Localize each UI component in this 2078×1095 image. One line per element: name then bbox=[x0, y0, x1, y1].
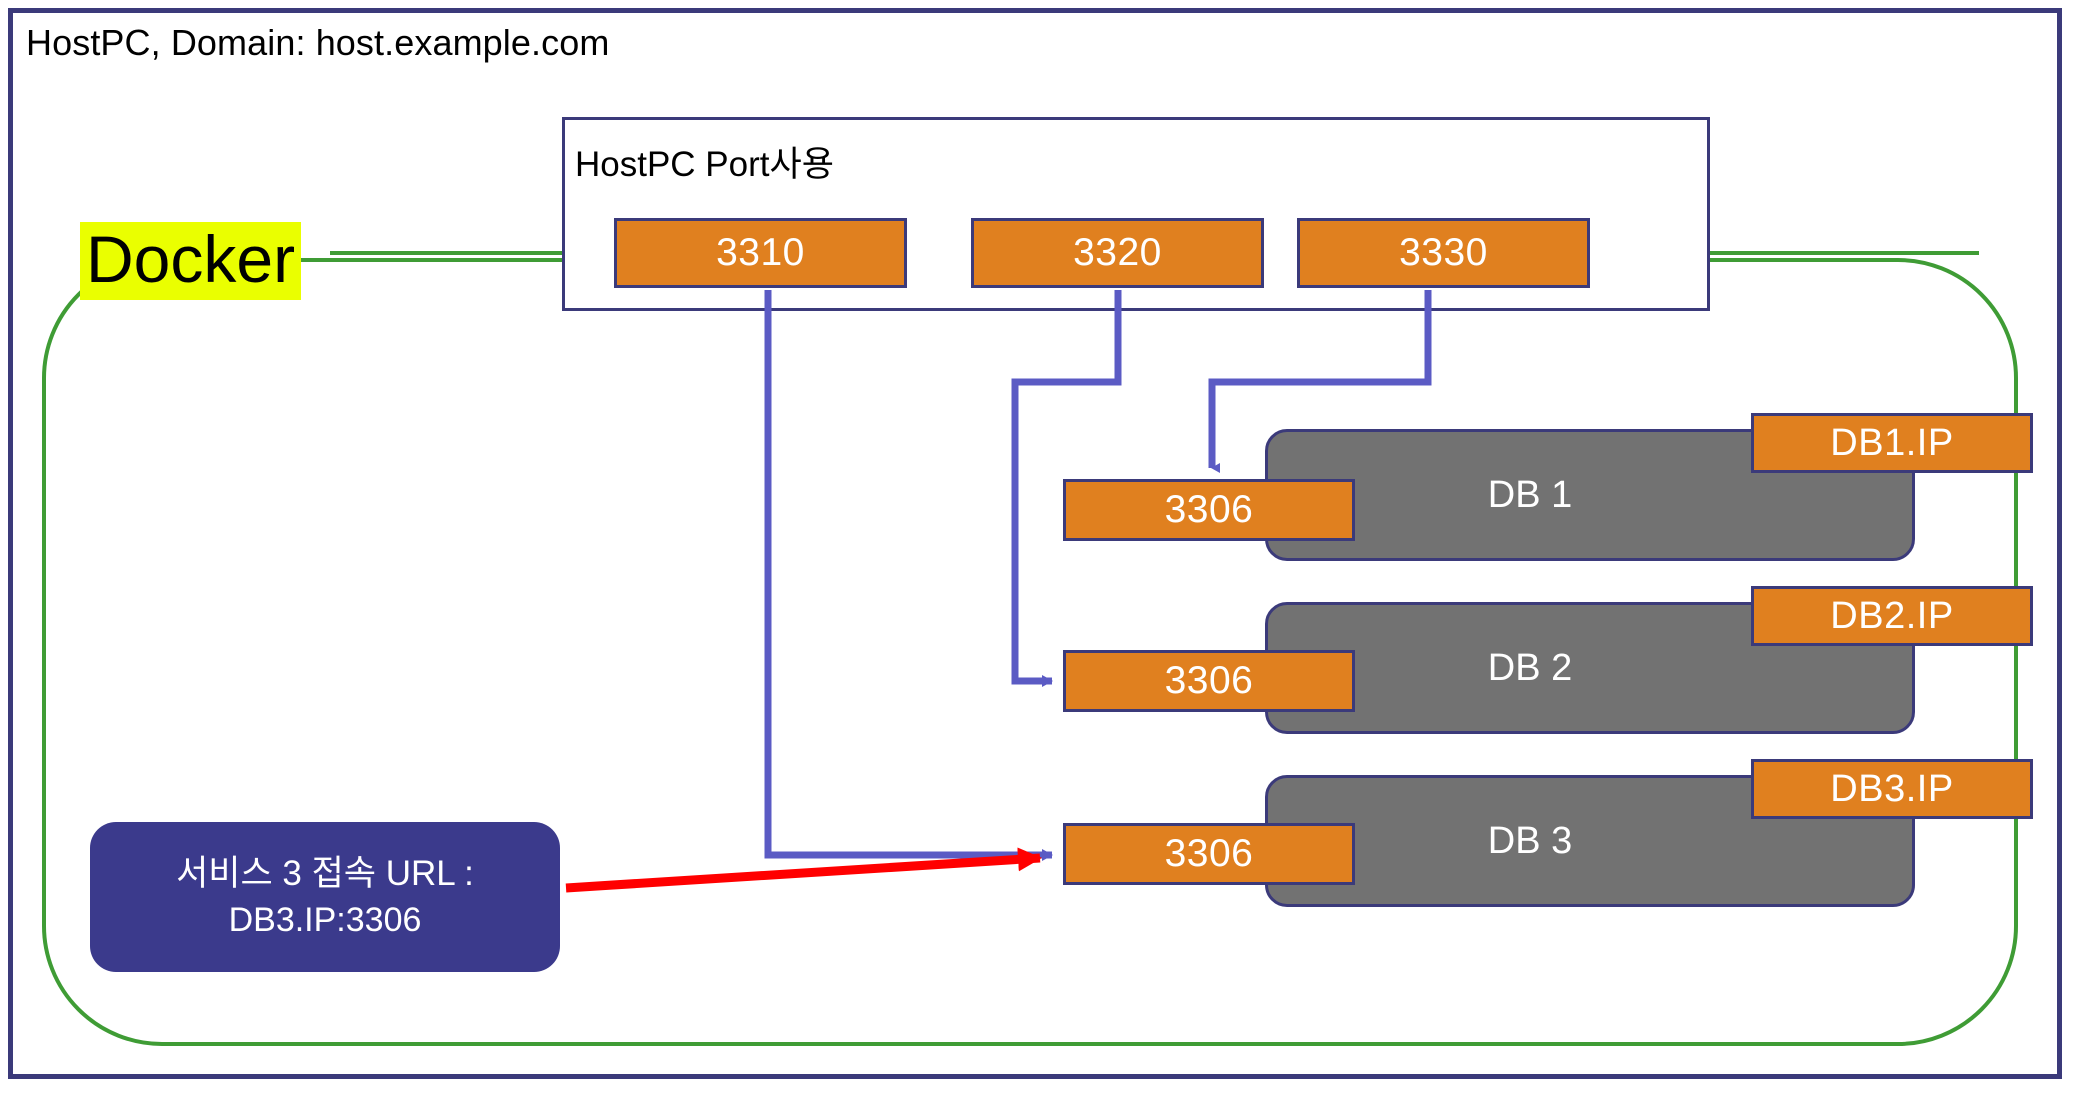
db-2-ip-label[interactable]: DB2.IP bbox=[1751, 586, 2033, 646]
db-block-2-label: DB 2 bbox=[1487, 646, 1573, 689]
db-block-1-label: DB 1 bbox=[1487, 473, 1573, 516]
db-3-container-port[interactable]: 3306 bbox=[1063, 823, 1355, 885]
db-1-ip-label[interactable]: DB1.IP bbox=[1751, 413, 2033, 473]
host-port-box-3310[interactable]: 3310 bbox=[614, 218, 907, 288]
db-3-ip-label[interactable]: DB3.IP bbox=[1751, 759, 2033, 819]
db-2-container-port[interactable]: 3306 bbox=[1063, 650, 1355, 712]
green-wire-segment-1 bbox=[330, 251, 616, 255]
callout-line-2: DB3.IP:3306 bbox=[228, 900, 422, 939]
host-port-box-3330[interactable]: 3330 bbox=[1297, 218, 1590, 288]
service-url-callout[interactable]: 서비스 3 접속 URL : DB3.IP:3306 bbox=[90, 822, 560, 972]
callout-line-1: 서비스 3 접속 URL : bbox=[176, 854, 474, 894]
db-block-3-label: DB 3 bbox=[1487, 819, 1573, 862]
db-1-container-port[interactable]: 3306 bbox=[1063, 479, 1355, 541]
docker-label: Docker bbox=[80, 222, 302, 300]
hostpc-title: HostPC, Domain: host.example.com bbox=[26, 22, 610, 63]
green-wire-segment-4 bbox=[1589, 251, 1979, 255]
host-port-box-3320[interactable]: 3320 bbox=[971, 218, 1264, 288]
hostpc-frame bbox=[8, 8, 2062, 1079]
hostpc-port-frame-title: HostPC Port사용 bbox=[575, 145, 834, 184]
